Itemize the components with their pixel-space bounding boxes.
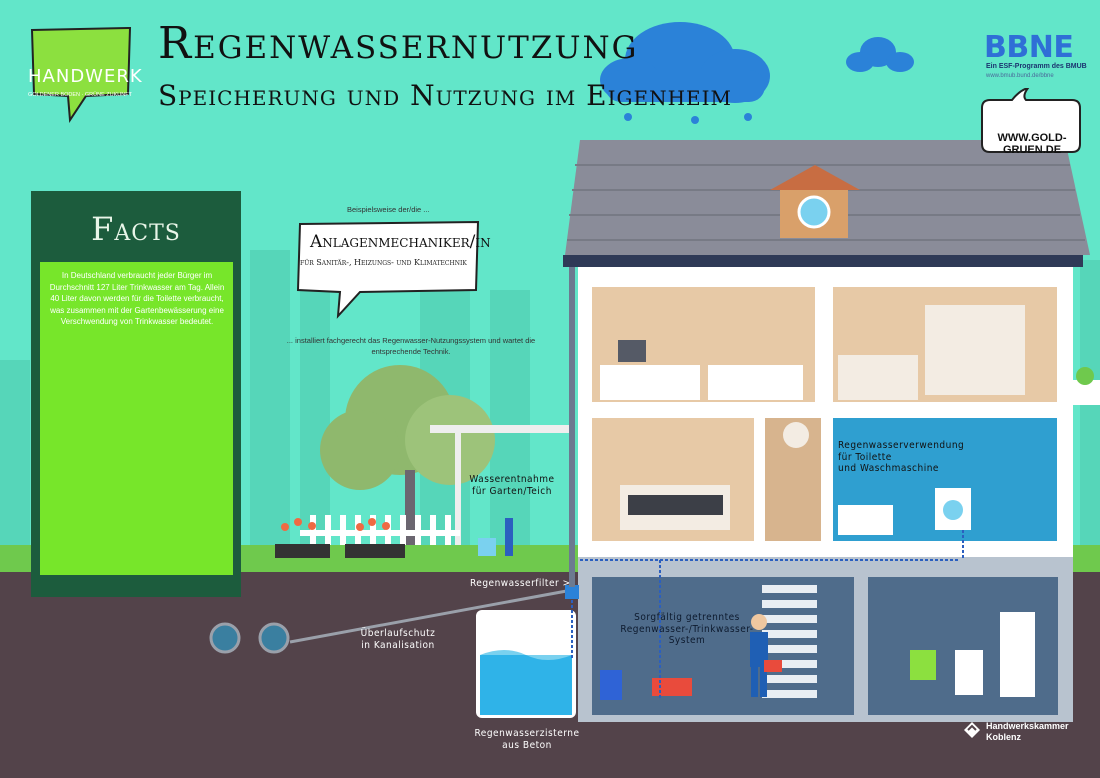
label-usage: Regenwasserverwendung für Toilette und W… — [838, 440, 965, 474]
worker-illustration — [750, 614, 782, 697]
facts-title: Facts — [91, 210, 181, 248]
handwerk-logo — [30, 26, 132, 123]
profession-title: Anlagenmechaniker/in — [310, 232, 491, 252]
hwk-line2: Koblenz — [986, 731, 1021, 742]
label-cistern: Regenwasserzisterne aus Beton — [474, 728, 580, 751]
logo-tagline: GOLDENER BODEN · GRÜNE ZUKUNFT — [28, 92, 132, 98]
website-link[interactable]: WWW.GOLD-GRUEN.DE — [997, 132, 1067, 156]
label-system: Sorgfältig getrenntes Regenwasser-/Trink… — [620, 612, 754, 646]
facts-text: In Deutschland verbraucht jeder Bürger i… — [49, 271, 225, 327]
bbne-program: Ein ESF-Programm des BMUB — [986, 63, 1087, 70]
bbne-logo: BBNE — [984, 30, 1074, 65]
profession-intro: Beispielsweise der/die ... — [347, 205, 430, 214]
logo-name: HANDWERK — [28, 66, 143, 87]
label-filter: Regenwasserfilter > — [470, 578, 571, 589]
profession-subtitle: für Sanitär-, Heizungs- und Klimatechnik — [300, 258, 467, 267]
label-garden: Wasserentnahme für Garten/Teich — [469, 474, 555, 497]
hwk-line1: Handwerkskammer — [986, 721, 1069, 731]
rain-cloud — [600, 22, 770, 103]
hwk-logo-icon — [964, 722, 980, 738]
profession-outro: ... installiert fachgerecht das Regenwas… — [286, 336, 536, 356]
cistern-illustration — [476, 610, 576, 718]
speech-bubble-website — [981, 88, 1081, 153]
page-title: Regenwassernutzung — [158, 18, 639, 69]
tree-illustration — [320, 365, 495, 545]
speech-bubble-profession — [296, 220, 480, 319]
page-subtitle: Speicherung und Nutzung im Eigenheim — [158, 79, 733, 112]
facts-panel-inner — [40, 262, 233, 575]
bbne-url[interactable]: www.bmub.bund.de/bbne — [986, 73, 1054, 79]
label-overflow: Überlaufschutz in Kanalisation — [360, 628, 436, 651]
hwk-name: Handwerkskammer Koblenz — [986, 721, 1069, 743]
